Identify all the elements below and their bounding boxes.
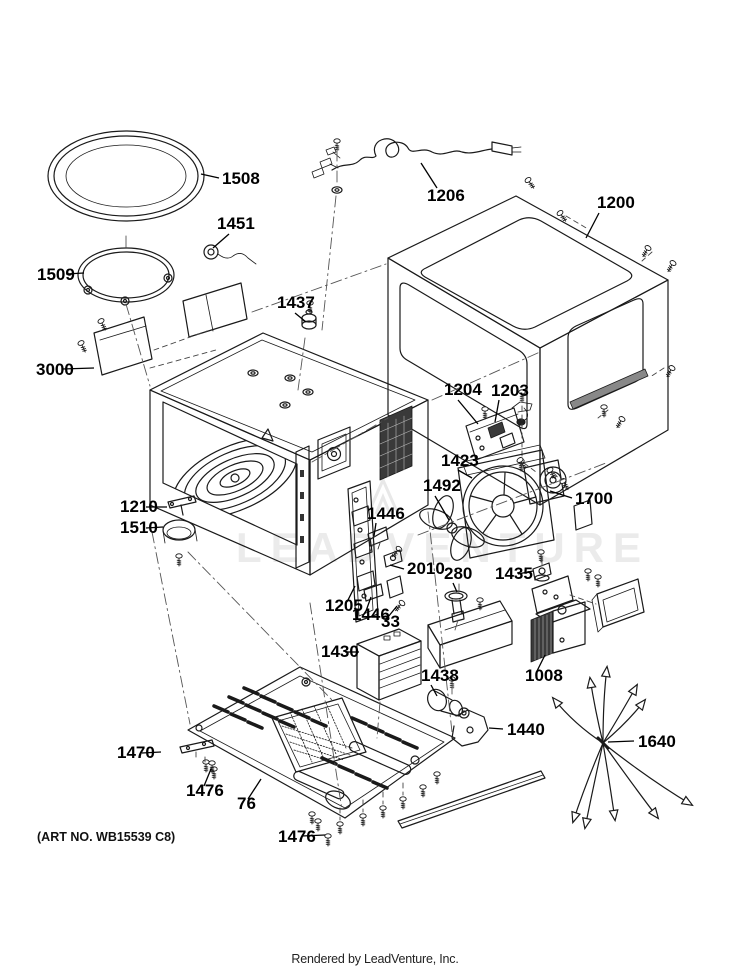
wire-harness	[551, 664, 694, 831]
part-label-280: 280	[444, 564, 472, 583]
leadventure-watermark: LEADVENTURE	[236, 476, 650, 571]
side-plate-3000	[76, 316, 217, 376]
leader-line-280	[452, 582, 458, 593]
part-label-1008: 1008	[525, 666, 563, 685]
part-label-1509: 1509	[37, 265, 75, 284]
leader-line-2010	[389, 564, 405, 570]
leader-line-1446	[365, 596, 372, 612]
leader-line-1423	[457, 469, 473, 479]
part-label-1476: 1476	[186, 781, 224, 800]
part-label-1437: 1437	[277, 293, 315, 312]
part-label-1470: 1470	[117, 743, 155, 762]
leader-line-1700	[549, 490, 573, 499]
part-label-76: 76	[237, 794, 256, 813]
air-duct	[569, 568, 645, 633]
art-number: (ART NO. WB15539 C8)	[37, 830, 175, 844]
outer-case	[387, 175, 678, 506]
part-label-1476: 1476	[278, 827, 316, 846]
turntable-floor-rings	[172, 437, 297, 519]
part-label-1446: 1446	[352, 605, 390, 624]
leader-line-1640	[607, 740, 635, 743]
leader-line-1492	[434, 495, 450, 521]
leader-line-1509	[65, 272, 85, 275]
part-label-1435: 1435	[495, 564, 533, 583]
thermostat-mount-plate	[531, 575, 574, 614]
part-label-1492: 1492	[423, 476, 461, 495]
part-label-2010: 2010	[407, 559, 445, 578]
trim-rail	[397, 770, 546, 829]
leader-line-33	[387, 605, 398, 618]
stirrer-motor-280	[444, 590, 468, 623]
part-label-1206: 1206	[427, 186, 465, 205]
part-labels: 1508 1451 1509 3000 1437 1206 1200 1204 1203 1423…	[36, 162, 676, 846]
leader-line-1451	[212, 233, 230, 249]
leader-line-1446	[373, 522, 377, 537]
motor-bracket	[451, 709, 489, 747]
capacitor-bracket	[427, 590, 513, 669]
base-bracket	[179, 739, 215, 767]
part-label-1423: 1423	[441, 451, 479, 470]
part-label-1700: 1700	[575, 489, 613, 508]
leader-line-1510	[145, 526, 164, 529]
leader-line-1200	[585, 212, 600, 239]
leader-line-1206	[420, 162, 438, 189]
leader-line-1435	[517, 570, 534, 575]
alignment-lines	[125, 149, 607, 811]
fan-assembly	[419, 444, 593, 561]
back-plate-upper	[182, 282, 248, 338]
part-label-1205: 1205	[325, 596, 363, 615]
leader-line-1440	[488, 727, 504, 730]
leader-line-1437	[294, 312, 307, 323]
stirrer-bushing	[301, 300, 317, 330]
part-label-1640: 1640	[638, 732, 676, 751]
turntable-coupler	[162, 495, 198, 567]
part-label-1508: 1508	[222, 169, 260, 188]
part-label-1203: 1203	[491, 381, 529, 400]
power-cord	[311, 138, 522, 194]
footer-credit: Rendered by LeadVenture, Inc.	[291, 952, 458, 966]
thermostat	[532, 549, 552, 582]
part-label-1200: 1200	[597, 193, 635, 212]
part-label-1204: 1204	[444, 380, 482, 399]
leader-line-1476	[301, 834, 326, 837]
leader-line-1008	[536, 654, 546, 672]
glass-tray	[47, 130, 205, 222]
exploded-diagram-artwork	[47, 130, 694, 847]
part-label-1510: 1510	[120, 518, 158, 537]
base-plate	[187, 666, 456, 847]
leader-line-1203	[494, 399, 500, 423]
part-label-1446: 1446	[367, 504, 405, 523]
latch-board-switches	[347, 480, 407, 623]
part-label-3000: 3000	[36, 360, 74, 379]
leader-line-3000	[61, 367, 95, 370]
leader-line-1204	[457, 399, 479, 425]
noise-filter-board	[465, 389, 533, 472]
part-label-1210: 1210	[120, 497, 158, 516]
antenna-coil	[203, 244, 257, 265]
fan-blade	[419, 495, 485, 561]
leader-line-1438	[430, 684, 438, 697]
magnetron	[530, 599, 591, 663]
part-label-1440: 1440	[507, 720, 545, 739]
leader-line-1476	[203, 768, 212, 787]
watermark-text: LEADVENTURE	[236, 524, 650, 571]
leader-line-1508	[200, 173, 220, 179]
leader-line-1205	[346, 585, 356, 603]
part-label-1438: 1438	[421, 666, 459, 685]
leader-line-1470	[141, 751, 162, 754]
part-label-33: 33	[381, 612, 400, 631]
part-label-1430: 1430	[321, 642, 359, 661]
turntable-roller-ring	[77, 247, 175, 306]
hv-transformer	[356, 628, 422, 701]
part-label-1451: 1451	[217, 214, 255, 233]
leader-line-76	[247, 778, 262, 800]
